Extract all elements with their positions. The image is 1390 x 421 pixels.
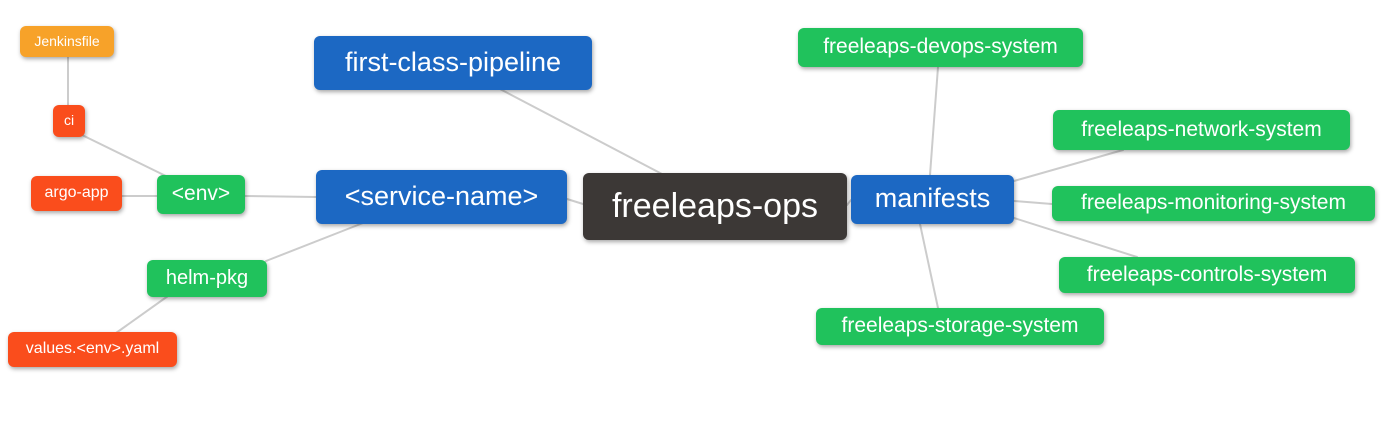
node-helm-pkg[interactable]: helm-pkg	[147, 260, 267, 297]
edge-service-name-to-helm-pkg	[265, 222, 364, 262]
node-label-freeleaps-ops: freeleaps-ops	[611, 186, 818, 225]
node-label-helm-pkg: helm-pkg	[165, 266, 249, 289]
node-env[interactable]: <env>	[157, 175, 245, 214]
node-controls-system[interactable]: freeleaps-controls-system	[1059, 257, 1355, 293]
node-label-jenkinsfile: Jenkinsfile	[34, 32, 100, 49]
node-label-network-system: freeleaps-network-system	[1081, 117, 1322, 141]
node-label-monitoring-system: freeleaps-monitoring-system	[1081, 191, 1346, 214]
node-jenkinsfile[interactable]: Jenkinsfile	[20, 26, 114, 57]
edge-first-class-pipeline-to-freeleaps-ops	[499, 88, 663, 175]
node-freeleaps-ops[interactable]: freeleaps-ops	[583, 173, 847, 240]
node-ci[interactable]: ci	[53, 105, 85, 137]
edge-manifests-to-devops-system	[929, 66, 939, 176]
node-label-devops-system: freeleaps-devops-system	[823, 35, 1058, 58]
node-label-service-name: <service-name>	[344, 180, 539, 211]
edge-env-to-service-name	[244, 195, 317, 198]
node-label-controls-system: freeleaps-controls-system	[1086, 262, 1328, 286]
edge-manifests-to-storage-system	[919, 223, 939, 309]
node-monitoring-system[interactable]: freeleaps-monitoring-system	[1052, 186, 1375, 221]
node-storage-system[interactable]: freeleaps-storage-system	[816, 308, 1104, 345]
edge-service-name-to-freeleaps-ops	[566, 198, 584, 205]
node-values-env-yaml[interactable]: values.<env>.yaml	[8, 332, 177, 367]
node-devops-system[interactable]: freeleaps-devops-system	[798, 28, 1083, 67]
node-label-argo-app: argo-app	[44, 183, 109, 201]
node-argo-app[interactable]: argo-app	[31, 176, 122, 211]
node-first-class-pipeline[interactable]: first-class-pipeline	[314, 36, 592, 90]
node-service-name[interactable]: <service-name>	[316, 170, 567, 224]
node-label-manifests: manifests	[874, 183, 991, 213]
node-label-values-env-yaml: values.<env>.yaml	[25, 339, 160, 357]
edge-helm-pkg-to-values-env-yaml	[115, 295, 169, 334]
edge-manifests-to-network-system	[1013, 149, 1124, 182]
edge-ci-to-env	[81, 134, 173, 180]
edge-manifests-to-monitoring-system	[1013, 200, 1053, 205]
edge-freeleaps-ops-to-manifests	[846, 199, 852, 206]
node-manifests[interactable]: manifests	[851, 175, 1014, 224]
node-label-ci: ci	[63, 112, 75, 128]
node-label-env: <env>	[171, 182, 231, 205]
node-network-system[interactable]: freeleaps-network-system	[1053, 110, 1350, 150]
edge-manifests-to-controls-system	[1013, 217, 1138, 258]
node-label-first-class-pipeline: first-class-pipeline	[344, 46, 562, 77]
node-label-storage-system: freeleaps-storage-system	[841, 314, 1079, 337]
